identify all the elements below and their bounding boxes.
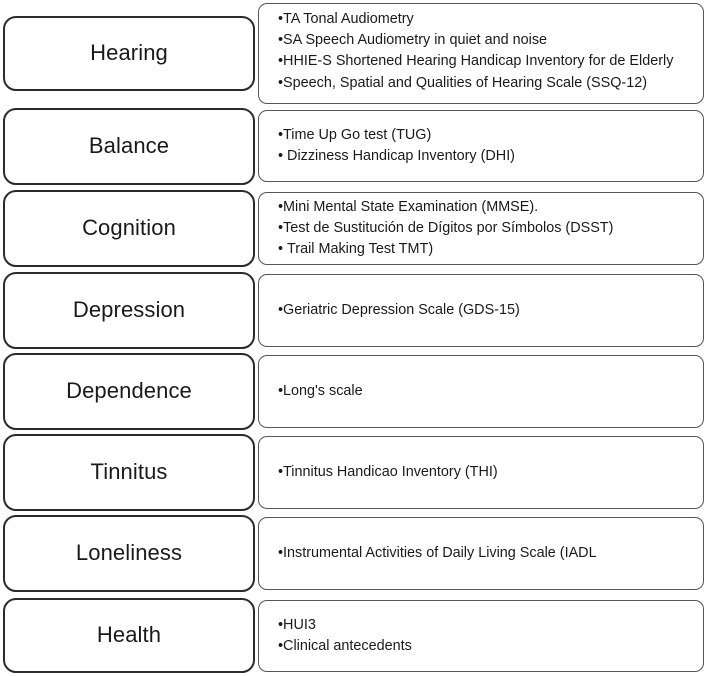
category-label-balance: Balance [88, 133, 170, 159]
category-label-depression: Depression [72, 297, 186, 323]
detail-box-dependence: Long's scale [258, 355, 704, 428]
assessment-item: Geriatric Depression Scale (GDS-15) [283, 300, 695, 321]
category-label-health: Health [96, 622, 162, 648]
assessment-item: Speech, Spatial and Qualities of Hearing… [283, 73, 695, 94]
detail-box-cognition: Mini Mental State Examination (MMSE).Tes… [258, 192, 704, 265]
category-label-hearing: Hearing [90, 40, 168, 66]
detail-box-health: HUI3Clinical antecedents [258, 600, 704, 672]
assessment-item: Test de Sustitución de Dígitos por Símbo… [283, 218, 695, 239]
assessment-item: SA Speech Audiometry in quiet and noise [283, 30, 695, 51]
detail-box-loneliness: Instrumental Activities of Daily Living … [258, 517, 704, 590]
category-box-balance: Balance [3, 108, 255, 185]
category-box-dependence: Dependence [3, 353, 255, 430]
assessment-item: Time Up Go test (TUG) [283, 125, 695, 146]
assessment-item: Instrumental Activities of Daily Living … [283, 543, 695, 564]
assessment-item: Trail Making Test TMT) [287, 239, 695, 260]
assessment-item: Tinnitus Handicao Inventory (THI) [283, 462, 695, 483]
detail-box-tinnitus: Tinnitus Handicao Inventory (THI) [258, 436, 704, 509]
assessment-item: Clinical antecedents [283, 636, 695, 657]
category-box-loneliness: Loneliness [3, 515, 255, 592]
assessment-item: TA Tonal Audiometry [283, 9, 695, 30]
detail-box-balance: Time Up Go test (TUG)Dizziness Handicap … [258, 110, 704, 182]
assessment-item: HUI3 [283, 615, 695, 636]
assessment-item: Long's scale [283, 381, 695, 402]
category-box-depression: Depression [3, 272, 255, 349]
assessment-item: HHIE-S Shortened Hearing Handicap Invent… [283, 51, 695, 72]
category-box-health: Health [3, 598, 255, 673]
detail-box-hearing: TA Tonal AudiometrySA Speech Audiometry … [258, 3, 704, 104]
assessment-item: Dizziness Handicap Inventory (DHI) [287, 146, 695, 167]
category-label-loneliness: Loneliness [75, 540, 183, 566]
category-label-tinnitus: Tinnitus [90, 459, 168, 485]
category-box-cognition: Cognition [3, 190, 255, 267]
category-box-hearing: Hearing [3, 16, 255, 91]
detail-box-depression: Geriatric Depression Scale (GDS-15) [258, 274, 704, 347]
category-label-dependence: Dependence [66, 378, 192, 404]
category-box-tinnitus: Tinnitus [3, 434, 255, 511]
assessment-item: Mini Mental State Examination (MMSE). [283, 197, 695, 218]
category-label-cognition: Cognition [82, 215, 176, 241]
